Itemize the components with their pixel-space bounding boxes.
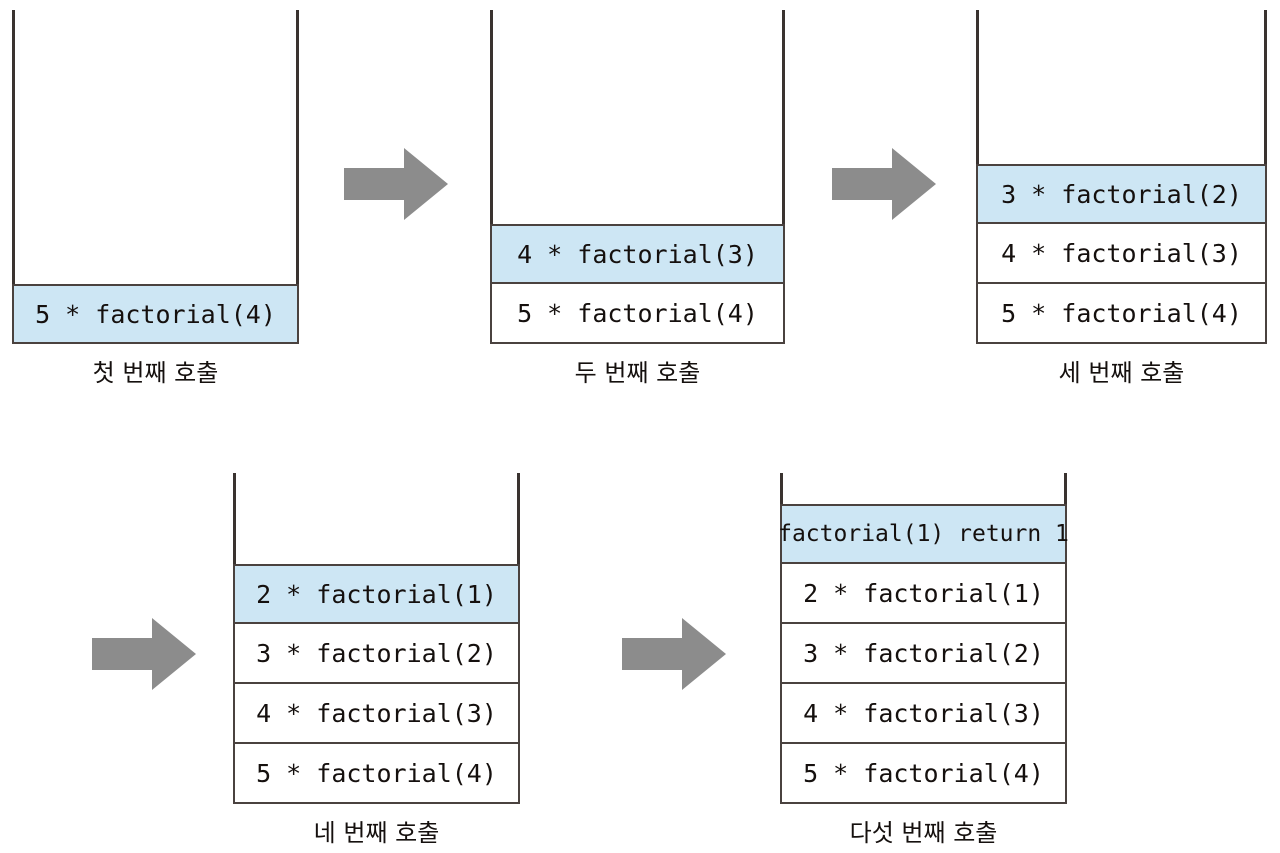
right-block-arrow-icon: [92, 618, 196, 690]
stack-box-2: 4 * factorial(3) 5 * factorial(4): [490, 10, 785, 344]
stack-frame: 2 * factorial(1): [780, 564, 1067, 624]
stack-frame: 5 * factorial(4): [780, 744, 1067, 804]
stack-frame: 5 * factorial(4): [12, 284, 299, 344]
stack-frame: 5 * factorial(4): [233, 744, 520, 804]
stack-caption-4: 네 번째 호출: [313, 819, 440, 847]
stack-frame: 5 * factorial(4): [976, 284, 1267, 344]
call-stack-4: 2 * factorial(1) 3 * factorial(2) 4 * fa…: [233, 473, 520, 848]
stack-frame: 2 * factorial(1): [233, 564, 520, 624]
stack-box-3: 3 * factorial(2) 4 * factorial(3) 5 * fa…: [976, 10, 1267, 344]
stack-caption-3: 세 번째 호출: [1058, 359, 1185, 387]
call-stack-5: factorial(1) return 1 2 * factorial(1) 3…: [778, 473, 1069, 848]
stack-caption-2: 두 번째 호출: [574, 359, 701, 387]
right-block-arrow-icon: [344, 148, 448, 220]
stack-frame: 4 * factorial(3): [780, 684, 1067, 744]
stack-frame: 3 * factorial(2): [976, 164, 1267, 224]
stack-frame: 3 * factorial(2): [780, 624, 1067, 684]
stack-box-1: 5 * factorial(4): [12, 10, 299, 344]
call-stack-2: 4 * factorial(3) 5 * factorial(4) 두 번째 호…: [490, 10, 785, 388]
stack-caption-5: 다섯 번째 호출: [849, 819, 998, 847]
stack-frame: 4 * factorial(3): [976, 224, 1267, 284]
right-block-arrow-icon: [622, 618, 726, 690]
stack-frame: 4 * factorial(3): [233, 684, 520, 744]
call-stack-1: 5 * factorial(4) 첫 번째 호출: [12, 10, 299, 388]
stack-box-5: factorial(1) return 1 2 * factorial(1) 3…: [778, 473, 1069, 804]
stack-frame: 3 * factorial(2): [233, 624, 520, 684]
stack-caption-1: 첫 번째 호출: [92, 359, 219, 387]
right-block-arrow-icon: [832, 148, 936, 220]
stack-frame: 4 * factorial(3): [490, 224, 785, 284]
stack-frame: factorial(1) return 1: [778, 504, 1069, 564]
stack-frame: 5 * factorial(4): [490, 284, 785, 344]
call-stack-3: 3 * factorial(2) 4 * factorial(3) 5 * fa…: [976, 10, 1267, 388]
stack-box-4: 2 * factorial(1) 3 * factorial(2) 4 * fa…: [233, 473, 520, 804]
